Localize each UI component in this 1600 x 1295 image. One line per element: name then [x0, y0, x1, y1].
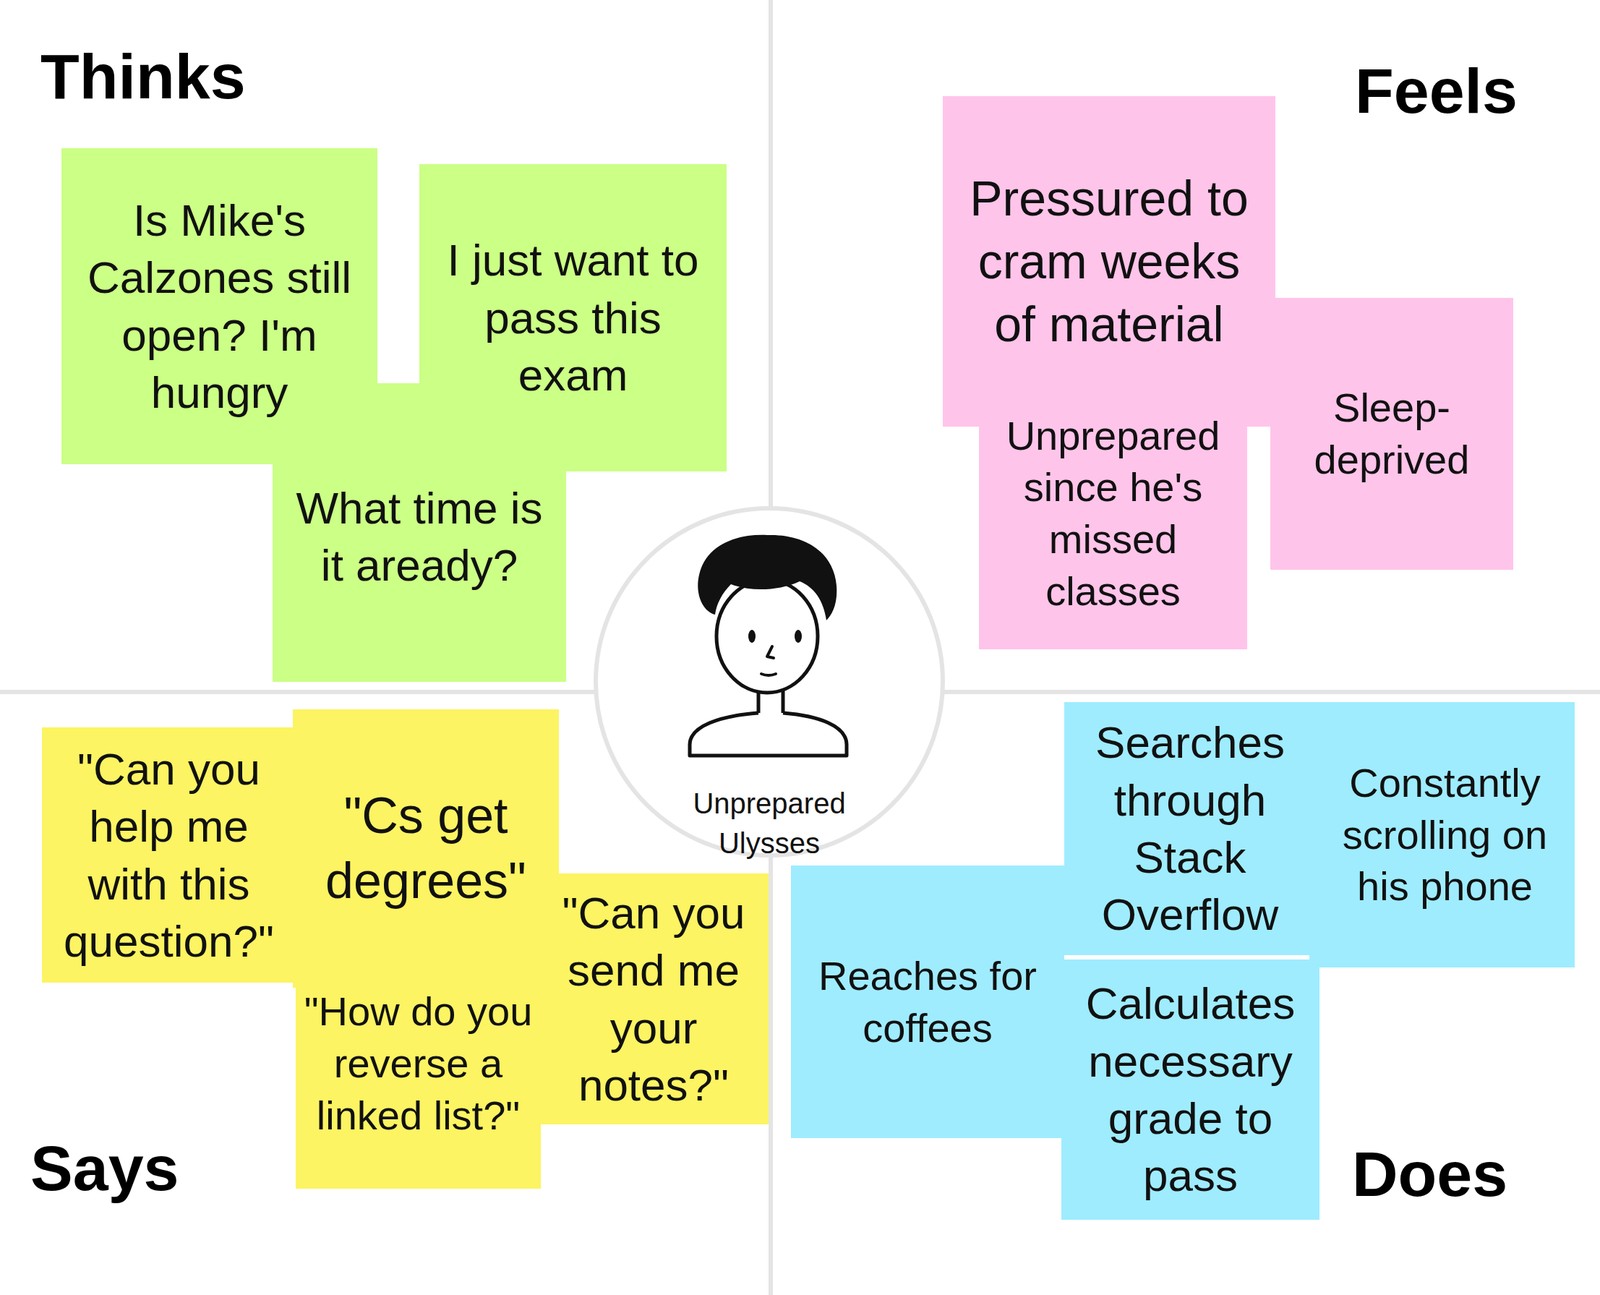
note-text: "Can you help me with this question?" [47, 740, 290, 970]
sticky-note: I just want to pass this exam [419, 164, 727, 472]
mouth [761, 673, 776, 676]
note-text: Sleep-deprived [1280, 381, 1504, 486]
shoulders [689, 712, 847, 756]
sticky-note: Constantly scrolling on his phone [1309, 702, 1575, 968]
persona-name: Unprepared Ulysses [660, 783, 878, 864]
sticky-note: "How do you reverse a linked list?" [295, 938, 541, 1189]
quadrant-heading: Thinks [40, 44, 246, 109]
note-text: "How do you reverse a linked list?" [301, 985, 536, 1141]
sticky-note: Reaches for coffees [790, 865, 1065, 1139]
nose [767, 646, 774, 658]
note-filler [375, 383, 421, 472]
heading-slot: Says [30, 1136, 180, 1201]
heading-slot: Feels [1354, 59, 1518, 123]
note-text: "Cs get degrees" [300, 783, 552, 914]
quadrant-heading: Feels [1354, 59, 1518, 123]
note-text: What time is it aready? [281, 479, 558, 595]
note-text: Is Mike's Calzones still open? I'm hungr… [70, 191, 369, 421]
sticky-note: Unprepared since he's missed classes [978, 377, 1248, 650]
sticky-note: Is Mike's Calzones still open? I'm hungr… [61, 148, 378, 465]
note-text: Reaches for coffees [799, 950, 1056, 1054]
sticky-note: Calculates necessary grade to pass [1061, 959, 1320, 1220]
note-text: Unprepared since he's missed classes [987, 409, 1239, 618]
eye [748, 629, 756, 643]
head [716, 579, 818, 693]
sticky-note: Sleep-deprived [1270, 297, 1514, 570]
note-text: Searches through Stack Overflow [1078, 713, 1302, 943]
hair [697, 535, 837, 621]
heading-slot: Thinks [40, 44, 246, 109]
eye [794, 629, 802, 643]
quadrant-heading: Says [30, 1136, 180, 1201]
note-filler [272, 605, 567, 682]
heading-slot: Does [1352, 1142, 1508, 1206]
sticky-note: "Can you help me with this question?" [41, 727, 296, 983]
note-text: Pressured to cram weeks of material [952, 167, 1266, 356]
note-text: I just want to pass this exam [428, 231, 718, 404]
sticky-note: "Can you send me your notes?" [538, 873, 769, 1125]
note-text: Calculates necessary grade to pass [1070, 974, 1311, 1204]
note-text: Constantly scrolling on his phone [1323, 756, 1567, 913]
sticky-note: Searches through Stack Overflow [1064, 702, 1345, 956]
sticky-note: What time is it aready? [272, 464, 567, 609]
note-text: "Can you send me your notes?" [544, 884, 763, 1114]
quadrant-heading: Does [1352, 1142, 1508, 1206]
